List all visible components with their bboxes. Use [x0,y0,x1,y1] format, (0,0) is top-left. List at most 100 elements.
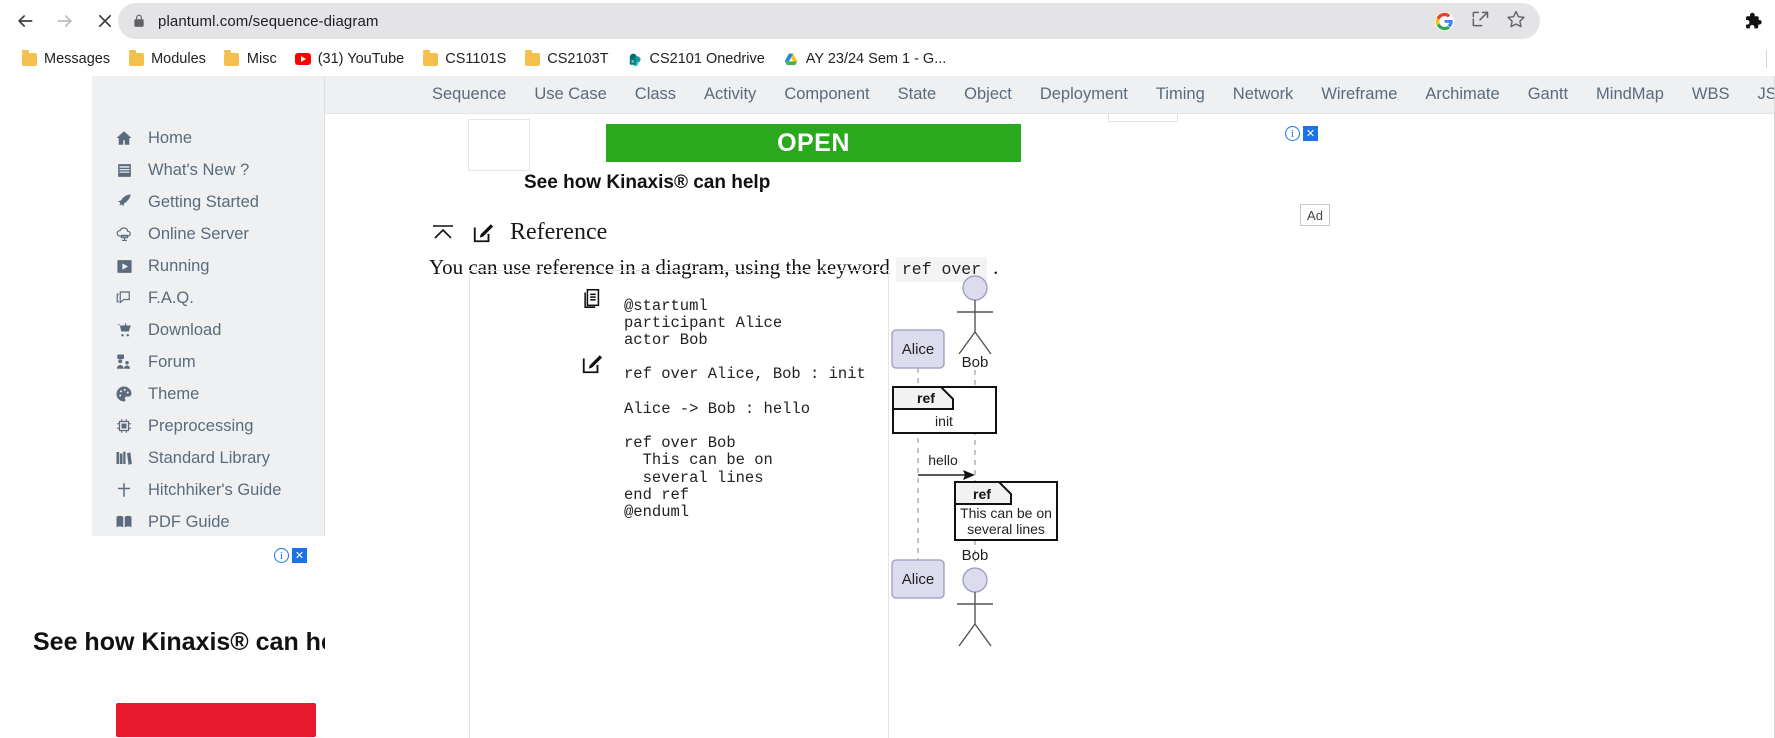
sidebar-item-theme[interactable]: Theme [92,378,324,410]
google-g-icon[interactable] [1435,11,1454,31]
diagram-ref2-line2: several lines [967,521,1045,537]
towel-icon [114,480,134,500]
sidebar-item-download[interactable]: Download [92,314,324,346]
folder-icon [21,50,37,67]
bottom-left-advertisement[interactable]: i ✕ See how Kinaxis® can help [0,536,357,738]
news-icon [114,160,134,180]
top-ad-headline: See how Kinaxis® can help [524,172,771,193]
top-ad-controls: i ✕ [1285,126,1318,141]
nav-activity[interactable]: Activity [704,85,757,103]
books-icon [114,448,134,468]
ad-thumbnail [468,119,530,171]
sidebar-item-label: Theme [148,384,200,403]
sidebar-item-running[interactable]: Running [92,250,324,282]
edit-pencil-icon[interactable] [472,222,494,244]
diagram-ref2-line1: This can be on [960,505,1052,521]
bookmark-cs2103t[interactable]: CS2103T [515,48,617,70]
nav-wbs[interactable]: WBS [1691,85,1730,103]
sidebar-item-label: What's New ? [148,160,250,179]
nav-wireframe[interactable]: Wireframe [1321,85,1398,103]
sidebar-item-forum[interactable]: Forum [92,346,324,378]
desc-text-after: . [993,255,999,279]
sidebar-item-label: PDF Guide [148,512,230,531]
bookmark-google-drive[interactable]: AY 23/24 Sem 1 - G... [774,48,956,70]
sharepoint-icon: S [627,51,643,67]
top-ad-open-button[interactable]: OPEN [606,124,1021,162]
bookmark-cs1101s[interactable]: CS1101S [413,48,515,70]
nav-json[interactable]: JSO [1757,85,1775,103]
url-text[interactable]: plantuml.com/sequence-diagram [158,12,379,30]
bookmark-cs2101-onedrive[interactable]: S CS2101 Onedrive [618,48,774,70]
browser-chrome: plantuml.com/sequence-diagram [0,0,1775,42]
ad-close-icon[interactable]: ✕ [1303,126,1318,141]
folder-icon [224,50,240,67]
star-icon[interactable] [1506,9,1526,34]
forward-arrow-icon[interactable] [48,4,82,38]
sidebar-item-whats-new[interactable]: What's New ? [92,154,324,186]
nav-network[interactable]: Network [1232,85,1294,103]
edit-pencil-icon[interactable] [581,353,603,375]
nav-state[interactable]: State [897,85,937,103]
ad-info-icon[interactable]: i [1285,126,1300,141]
nav-deployment[interactable]: Deployment [1039,85,1128,103]
nav-mindmap[interactable]: MindMap [1596,85,1664,103]
nav-object[interactable]: Object [964,85,1012,103]
diagram-alice-bottom-label: Alice [902,571,935,588]
nav-class[interactable]: Class [634,85,677,103]
bookmark-youtube[interactable]: (31) YouTube [286,48,414,70]
back-arrow-icon[interactable] [8,4,42,38]
lock-icon [132,14,146,28]
bookmark-messages[interactable]: Messages [12,48,119,70]
sidebar-item-hitchhikers-guide[interactable]: Hitchhiker's Guide [92,474,324,506]
folder-icon [422,50,438,67]
sidebar-item-pdf-guide[interactable]: PDF Guide [92,506,324,538]
nav-sequence[interactable]: Sequence [432,85,507,103]
copy-icon[interactable] [581,286,603,310]
chrome-toolbar-icons [1741,4,1771,38]
ad-info-icon[interactable]: i [274,548,289,563]
sidebar-item-preprocessing[interactable]: Preprocessing [92,410,324,442]
puzzle-piece-icon[interactable] [1741,10,1763,32]
google-drive-icon [783,51,799,67]
diagram-type-nav: Sequence Use Case Class Activity Compone… [325,76,1775,114]
nav-component[interactable]: Component [784,85,870,103]
bottom-ad-cta-button[interactable] [116,703,316,737]
sidebar-item-online-server[interactable]: Online Server [92,218,324,250]
nav-archimate[interactable]: Archimate [1425,85,1500,103]
nav-timing[interactable]: Timing [1155,85,1205,103]
home-icon [114,128,134,148]
cart-icon [114,320,134,340]
top-advertisement[interactable]: OPEN See how Kinaxis® can help [468,114,1178,205]
diagram-bob-top-label: Bob [962,354,989,371]
bookmark-modules[interactable]: Modules [119,48,215,70]
bookmark-label: CS2103T [547,51,609,67]
sidebar-item-label: Forum [148,352,196,371]
bookmark-misc[interactable]: Misc [215,48,286,70]
diagram-alice-top-label: Alice [902,341,935,358]
nav-gantt[interactable]: Gantt [1527,85,1569,103]
chat-bubble-icon [114,288,134,308]
sidebar-item-label: Standard Library [148,448,270,467]
bookmark-label: Modules [151,51,206,67]
share-icon[interactable] [1470,9,1490,34]
palette-icon [114,384,134,404]
ad-close-icon[interactable]: ✕ [292,548,307,563]
sidebar-item-label: Online Server [148,224,249,243]
sidebar-item-faq[interactable]: F.A.Q. [92,282,324,314]
sidebar-item-label: Preprocessing [148,416,254,435]
bookmark-label: Misc [246,51,277,67]
bookmark-label: AY 23/24 Sem 1 - G... [805,51,947,67]
sidebar-item-home[interactable]: Home [92,122,324,154]
play-icon [114,256,134,276]
bookmark-label: CS2101 Onedrive [649,51,765,67]
section-description: You can use reference in a diagram, usin… [429,255,998,282]
sidebar-item-standard-library[interactable]: Standard Library [92,442,324,474]
nav-use-case[interactable]: Use Case [534,85,607,103]
rocket-icon [114,192,134,212]
collapse-up-icon[interactable] [430,222,456,244]
address-bar[interactable]: plantuml.com/sequence-diagram [118,3,1540,39]
sidebar-item-getting-started[interactable]: Getting Started [92,186,324,218]
sidebar-item-label: Download [148,320,222,339]
stop-x-icon[interactable] [88,4,122,38]
code-sample[interactable]: @startuml participant Alice actor Bob re… [624,296,866,521]
